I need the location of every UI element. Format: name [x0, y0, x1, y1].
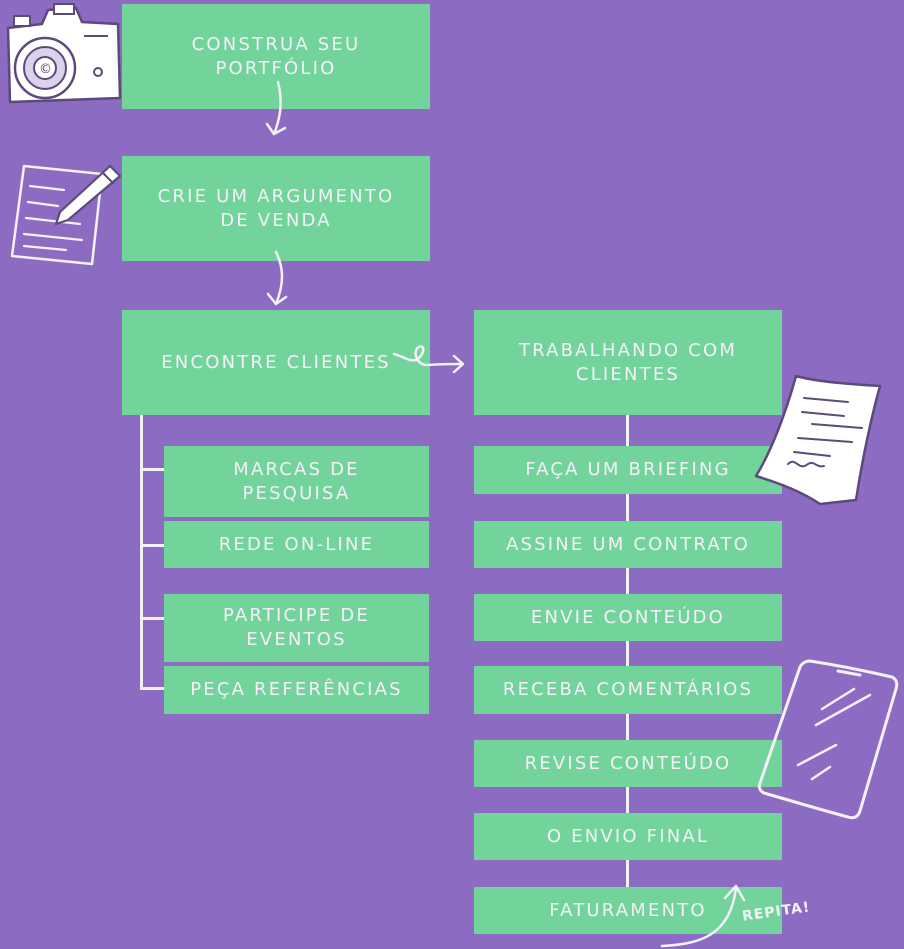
contract-paper-icon	[754, 374, 882, 506]
sub-step-label: ASSINE UM CONTRATO	[505, 533, 751, 555]
sub-step-sign-contract: ASSINE UM CONTRATO	[474, 521, 782, 568]
camera-icon: ©	[6, 3, 122, 104]
sub-step-attend-events: PARTICIPE DE EVENTOS	[164, 594, 429, 662]
step-label: CONSTRUA SEU PORTFÓLIO	[191, 33, 361, 79]
sub-step-label: PEÇA REFERÊNCIAS	[190, 679, 403, 700]
arrow-right-icon	[392, 345, 465, 374]
document-pencil-icon	[10, 164, 122, 266]
sub-step-label: FATURAMENTO	[549, 899, 707, 921]
sub-step-research-brands: MARCAS DE PESQUISA	[164, 446, 429, 517]
sub-step-label: REVISE CONTEÚDO	[524, 752, 732, 774]
step-find-clients: ENCONTRE CLIENTES	[122, 310, 430, 415]
arrow-down-icon	[266, 250, 288, 306]
repeat-arrow-icon	[660, 884, 746, 948]
sub-step-ask-referrals: PEÇA REFERÊNCIAS	[164, 666, 429, 714]
step-label: TRABALHANDO COM CLIENTES	[518, 339, 738, 385]
step-working-with-clients: TRABALHANDO COM CLIENTES	[474, 310, 782, 415]
svg-text:©: ©	[39, 62, 52, 77]
arrow-down-icon	[265, 80, 287, 136]
smartphone-icon	[757, 659, 899, 820]
sub-step-label: O ENVIO FINAL	[546, 825, 710, 847]
sub-step-final-delivery: O ENVIO FINAL	[474, 813, 782, 860]
sub-step-label: FAÇA UM BRIEFING	[525, 459, 731, 480]
sub-step-receive-feedback: RECEBA COMENTÁRIOS	[474, 666, 782, 714]
working-spine-line	[626, 414, 629, 888]
step-label: CRIE UM ARGUMENTO DE VENDA	[157, 185, 395, 231]
branch-line	[140, 617, 164, 620]
branch-line	[140, 687, 164, 690]
find-clients-trunk-line	[140, 414, 143, 690]
sub-step-send-content: ENVIE CONTEÚDO	[474, 594, 782, 641]
sub-step-label: REDE ON-LINE	[218, 533, 375, 555]
branch-line	[140, 544, 164, 547]
sub-step-online-network: REDE ON-LINE	[164, 521, 429, 568]
step-build-portfolio: CONSTRUA SEU PORTFÓLIO	[122, 4, 430, 109]
branch-line	[140, 468, 164, 471]
sub-step-label: RECEBA COMENTÁRIOS	[502, 679, 754, 700]
sub-step-label: PARTICIPE DE EVENTOS	[223, 605, 370, 650]
sub-step-revise-content: REVISE CONTEÚDO	[474, 740, 782, 787]
sub-step-label: MARCAS DE PESQUISA	[233, 458, 360, 504]
sub-step-briefing: FAÇA UM BRIEFING	[474, 446, 782, 494]
step-label: ENCONTRE CLIENTES	[161, 351, 391, 373]
step-create-pitch: CRIE UM ARGUMENTO DE VENDA	[122, 156, 430, 261]
sub-step-label: ENVIE CONTEÚDO	[530, 606, 726, 628]
